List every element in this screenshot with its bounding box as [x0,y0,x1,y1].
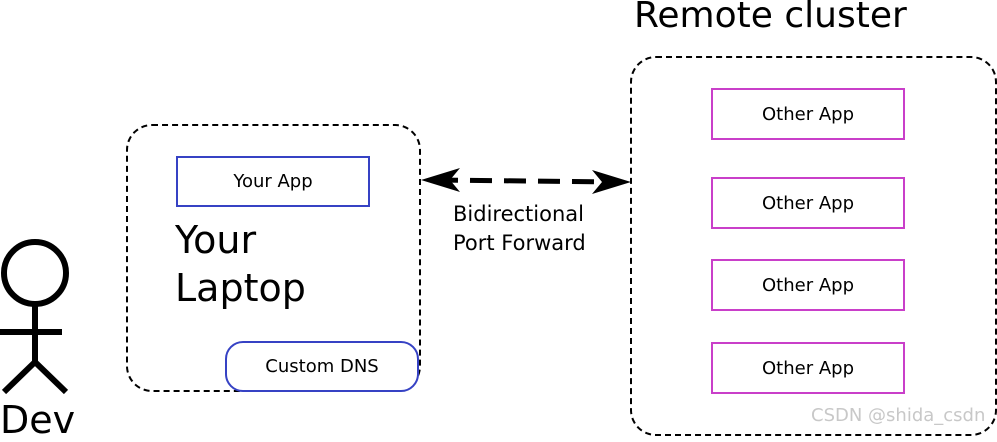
cluster-title: Remote cluster [634,0,907,36]
other-app-box-2: Other App [711,177,905,229]
dev-stick-figure [0,239,69,395]
dev-label: Dev [0,398,76,442]
port-forward-label: Bidirectional Port Forward [453,202,586,255]
custom-dns-box: Custom DNS [225,341,419,392]
other-app-box-1: Other App [711,88,905,140]
other-app-box-3: Other App [711,259,905,311]
custom-dns-label: Custom DNS [265,356,379,377]
other-app-label: Other App [762,192,854,214]
other-app-label: Other App [762,103,854,125]
port-forward-arrow [421,168,631,194]
your-app-box: Your App [176,156,370,207]
other-app-label: Other App [762,357,854,379]
cluster-boundary [630,56,997,436]
other-app-box-4: Other App [711,342,905,394]
your-app-label: Your App [233,171,313,192]
other-app-label: Other App [762,274,854,296]
laptop-label: Your Laptop [175,218,306,310]
watermark: CSDN @shida_csdn [811,405,986,426]
